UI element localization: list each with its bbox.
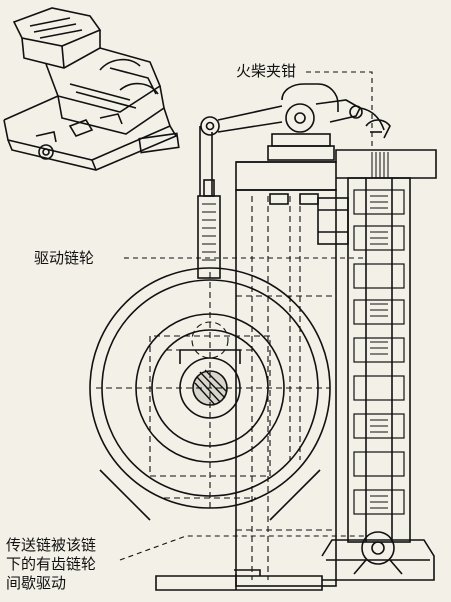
connecting-rod [197, 126, 221, 279]
transfer-chain-column [347, 152, 411, 575]
match-clamp-label: 火柴夹钳 [236, 62, 297, 80]
callout-leaders [119, 71, 373, 561]
drive-sprocket-label: 驱动链轮 [34, 249, 95, 267]
machine-frame [235, 149, 437, 587]
machine-base [155, 539, 435, 591]
clamp-linkage [200, 83, 391, 161]
drive-sprocket-wheel [89, 267, 331, 521]
transfer-chain-label: 传送链被该链 下的有齿链轮 间歇驱动 [6, 536, 97, 593]
clamp-inset-sketch [3, 7, 180, 171]
